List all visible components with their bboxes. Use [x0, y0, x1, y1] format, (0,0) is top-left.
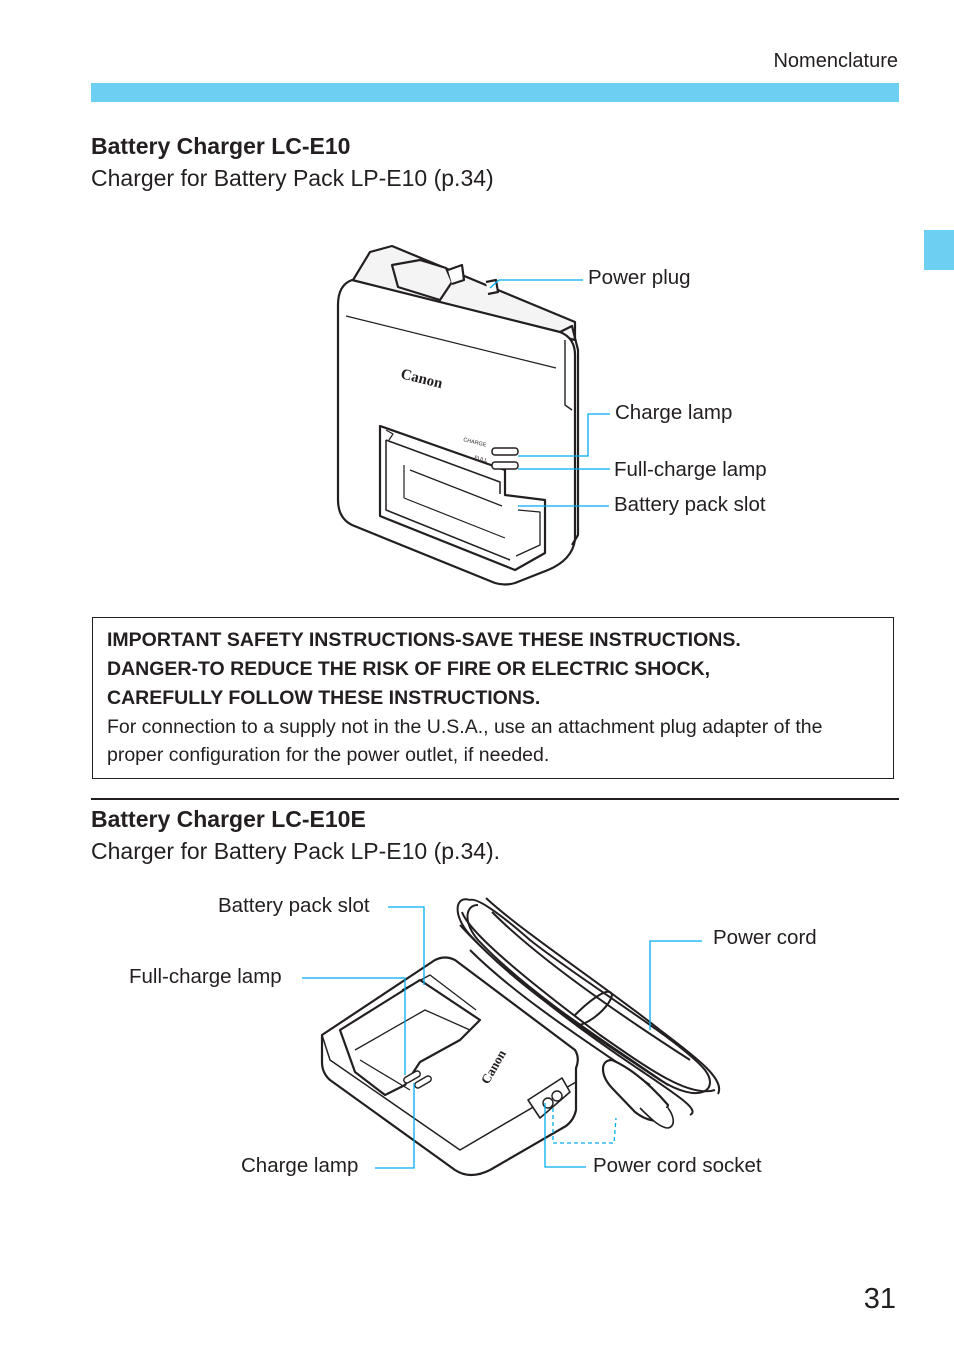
callout-battery-pack-slot: Battery pack slot	[614, 493, 766, 516]
section-title-lc-e10e: Battery Charger LC-E10E	[91, 806, 366, 832]
callout-power-plug: Power plug	[588, 266, 691, 289]
callout-lines-lc-e10	[489, 279, 610, 507]
panel-label-full: FULL	[474, 455, 489, 464]
callout-charge-lamp-2: Charge lamp	[241, 1154, 359, 1177]
safety-warning-box: IMPORTANT SAFETY INSTRUCTIONS-SAVE THESE…	[92, 617, 894, 779]
warning-line-2: DANGER-TO REDUCE THE RISK OF FIRE OR ELE…	[107, 658, 711, 680]
warning-line-3: CAREFULLY FOLLOW THESE INSTRUCTIONS.	[107, 687, 541, 709]
callout-power-cord: Power cord	[713, 926, 817, 949]
warning-body: For connection to a supply not in the U.…	[107, 716, 823, 766]
callout-full-charge-lamp-2: Full-charge lamp	[129, 965, 282, 988]
callout-battery-pack-slot-2: Battery pack slot	[218, 894, 370, 917]
header-bar	[91, 83, 899, 102]
callout-power-cord-socket: Power cord socket	[593, 1154, 762, 1177]
section-subtitle-lc-e10e: Charger for Battery Pack LP-E10 (p.34).	[91, 838, 501, 864]
callout-lines-lc-e10e	[302, 906, 702, 1169]
page-number: 31	[863, 1283, 896, 1315]
running-head: Nomenclature	[773, 50, 898, 72]
charger-lc-e10-illustration	[336, 244, 580, 586]
chapter-tab	[924, 230, 954, 270]
charger-lc-e10e-illustration	[320, 897, 721, 1177]
warning-line-1: IMPORTANT SAFETY INSTRUCTIONS-SAVE THESE…	[107, 629, 741, 651]
panel-label-charge: CHARGE	[463, 437, 488, 449]
callout-full-charge-lamp: Full-charge lamp	[614, 458, 767, 481]
section-divider	[91, 798, 899, 800]
callout-charge-lamp: Charge lamp	[615, 401, 733, 424]
section-title-lc-e10: Battery Charger LC-E10	[91, 133, 351, 159]
section-subtitle-lc-e10: Charger for Battery Pack LP-E10 (p.34)	[91, 165, 494, 191]
